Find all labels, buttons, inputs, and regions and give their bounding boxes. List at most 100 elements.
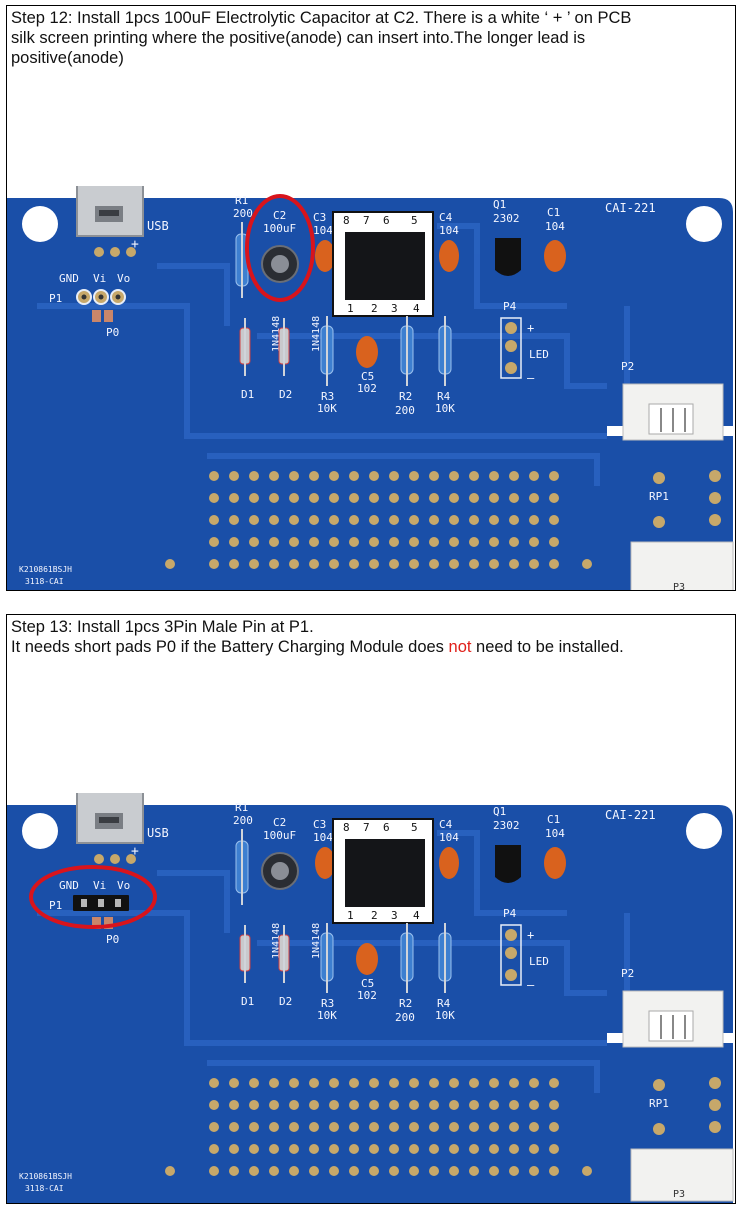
pcb-photo-step-13: USB + GND Vi Vo P1 P0 R1 200 C2 100uF [7,793,734,1203]
step-13-caption: Step 13: Install 1pcs 3Pin Male Pin at P… [11,617,729,657]
d2-label: D2 [279,995,292,1008]
pcb-board: USB + GND Vi Vo P1 P0 R1 200 C2 100uF [7,793,734,1203]
vo-label: Vo [117,879,130,892]
c3-label: C3 [313,211,326,224]
pin-label: 6 [383,214,390,227]
caption-line: silk screen printing where the positive(… [11,29,586,47]
usb-plus-label: + [131,844,139,859]
caption-line: Step 12: Install 1pcs 100uF Electrolytic… [11,9,632,27]
q1-value: 2302 [493,819,520,832]
pin-label: 8 [343,214,350,227]
caption-line: It needs short pads P0 if the Battery Ch… [11,637,729,657]
pin-label: 1 [347,909,354,922]
pin-label: 1 [347,302,354,315]
q1-label: Q1 [493,805,506,818]
q1-label: Q1 [493,198,506,211]
p0-label: P0 [106,326,119,339]
d2-type-label: 1N4148 [311,923,322,959]
board-name-label: CAI-221 [605,201,656,215]
r1-value: 200 [233,814,253,827]
pin-label: 4 [413,909,420,922]
r4-label: R4 [437,390,451,403]
c1-label: C1 [547,813,560,826]
c4-value: 104 [439,831,459,844]
p1-pin-header [73,895,129,911]
c5-label: C5 [361,370,374,383]
led-plus-label: + [527,321,534,335]
pin-label: 7 [363,821,370,834]
led-label: LED [529,955,549,968]
board-name-label: CAI-221 [605,808,656,822]
step-12-panel: Step 12: Install 1pcs 100uF Electrolytic… [6,5,736,591]
highlight-ellipse-p1 [29,865,157,929]
c3-value: 104 [313,224,333,237]
pin-label: 8 [343,821,350,834]
c2-value: 100uF [263,829,296,842]
led-label: LED [529,348,549,361]
board-code-2: 3118-CAI [25,1184,64,1193]
r2-label: R2 [399,997,412,1010]
protoboard-pad-grid [209,1078,559,1176]
c4-label: C4 [439,818,453,831]
rp1-label: RP1 [649,1097,669,1110]
p0-label: P0 [106,933,119,946]
c1-value: 104 [545,220,565,233]
r3-label: R3 [321,997,334,1010]
c5-value: 102 [357,382,377,395]
step-12-caption: Step 12: Install 1pcs 100uF Electrolytic… [11,8,729,68]
board-code-1: K210861BSJH [19,1172,72,1181]
r2-value: 200 [395,1011,415,1024]
r1-label: R1 [235,194,248,207]
rp1-label: RP1 [649,490,669,503]
led-minus-label: — [527,978,535,992]
step-13-panel: Step 13: Install 1pcs 3Pin Male Pin at P… [6,614,736,1204]
r2-value: 200 [395,404,415,417]
q1-value: 2302 [493,212,520,225]
c4-value: 104 [439,224,459,237]
caption-line: Step 13: Install 1pcs 3Pin Male Pin at P… [11,618,314,636]
highlight-ellipse-c2 [245,194,315,302]
led-minus-label: — [527,371,535,385]
pin-label: 2 [371,302,378,315]
d2-type-label: 1N4148 [311,316,322,352]
d2-label: D2 [279,388,292,401]
c2-value: 100uF [263,222,296,235]
r3-value: 10K [317,402,337,415]
vi-label: Vi [93,272,106,285]
c1-label: C1 [547,206,560,219]
pcb-photo-step-12: USB + GND Vi Vo P1 P0 R1 200 C2 100uF [7,186,734,590]
r1-value: 200 [233,207,253,220]
c5-label: C5 [361,977,374,990]
r4-label: R4 [437,997,451,1010]
d1-type-label: 1N4148 [271,923,282,959]
usb-plus-label: + [131,237,139,252]
p2-label: P2 [621,967,634,980]
usb-connector [76,186,144,237]
board-code-1: K210861BSJH [19,565,72,574]
p1-bare-pads [76,289,126,305]
r3-label: R3 [321,390,334,403]
c1-value: 104 [545,827,565,840]
caption-text: It needs short pads P0 if the Battery Ch… [11,638,449,656]
pin-label: 3 [391,909,398,922]
pin-label: 7 [363,214,370,227]
r4-value: 10K [435,1009,455,1022]
c3-label: C3 [313,818,326,831]
c2-label: C2 [273,209,286,222]
usb-label: USB [147,219,169,233]
p3-label: P3 [673,1189,685,1200]
led-plus-label: + [527,928,534,942]
caption-text: need to be installed. [471,638,624,656]
pin-label: 3 [391,302,398,315]
board-code-2: 3118-CAI [25,577,64,586]
d1-label: D1 [241,995,254,1008]
usb-connector [76,793,144,844]
usb-label: USB [147,826,169,840]
caption-emphasis: not [448,638,472,656]
r3-value: 10K [317,1009,337,1022]
d1-type-label: 1N4148 [271,316,282,352]
protoboard-pad-grid [209,471,559,569]
c4-label: C4 [439,211,453,224]
vi-label: Vi [93,879,106,892]
r1-label: R1 [235,801,248,814]
